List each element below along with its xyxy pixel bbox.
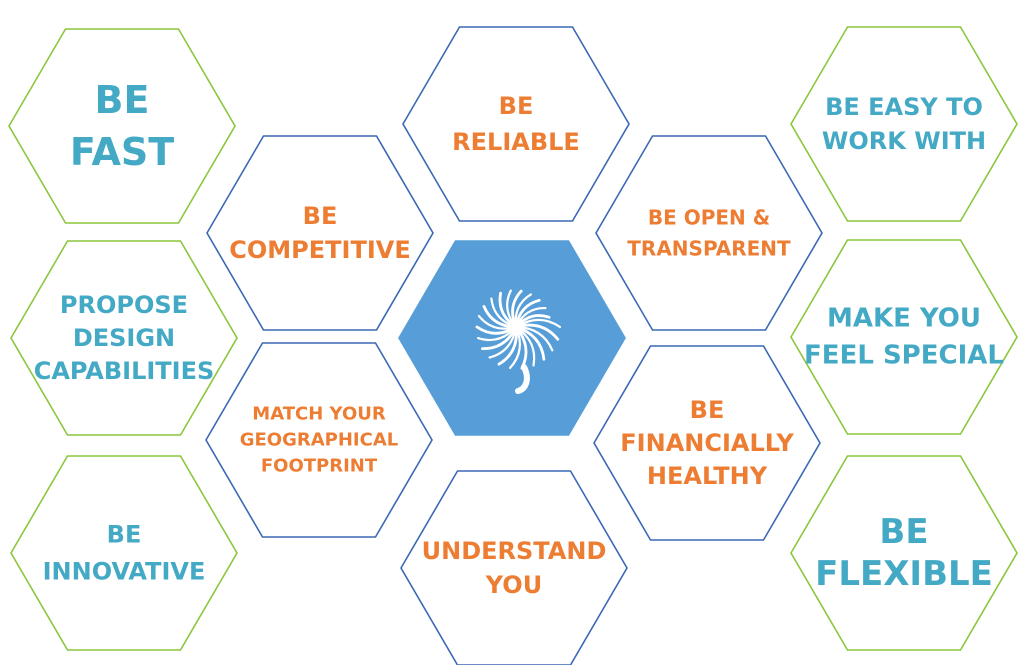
hexagon-be-innovative: BE INNOVATIVE xyxy=(10,455,238,651)
hexagon-outline xyxy=(206,135,434,331)
hexagon-label-line: WORK WITH xyxy=(822,127,986,155)
hexagon-label-line: FOOTPRINT xyxy=(261,456,378,477)
hexagon-label-line: MATCH YOUR xyxy=(252,404,386,425)
hexagon-label-line: YOU xyxy=(485,571,542,599)
hexagon-label-line: DESIGN xyxy=(73,324,175,352)
hexagon-outline xyxy=(10,240,238,436)
hexagon-label-line: BE EASY TO xyxy=(825,93,983,121)
hexagon-make-you-feel-special: MAKE YOU FEEL SPECIAL xyxy=(790,239,1018,435)
spiral-shell-logo-icon xyxy=(475,289,562,394)
hexagon-label-line: BE xyxy=(499,92,534,120)
spiral-petal xyxy=(514,323,560,341)
spiral-petal xyxy=(514,314,551,329)
hexagon-label-line: UNDERSTAND xyxy=(422,537,607,565)
hexagon-outline xyxy=(595,135,823,331)
hexagon-be-easy-to-work-with: BE EASY TO WORK WITH xyxy=(790,26,1018,222)
hexagon-label-line: COMPETITIVE xyxy=(229,236,410,264)
center-hexagon xyxy=(398,240,626,436)
hexagon-be-competitive: BE COMPETITIVE xyxy=(206,135,434,331)
hexagon-outline xyxy=(10,455,238,651)
hexagon-label-line: INNOVATIVE xyxy=(43,558,206,586)
spiral-hub xyxy=(513,324,519,330)
hexagon-label-line: CAPABILITIES xyxy=(34,357,215,385)
hexagon-outline xyxy=(402,26,630,222)
hexagon-label-line: FEEL SPECIAL xyxy=(804,341,1004,371)
hexagon-label-line: MAKE YOU xyxy=(827,304,981,334)
hexagon-outline xyxy=(790,26,1018,222)
hexagon-label-line: TRANSPARENT xyxy=(627,237,791,261)
hexagon-outline xyxy=(790,455,1018,651)
hexagon-label-line: BE xyxy=(879,512,928,552)
hexagon-label-line: FLEXIBLE xyxy=(815,554,993,594)
hexagon-understand-you: UNDERSTAND YOU xyxy=(400,470,628,665)
spiral-petal xyxy=(514,325,546,361)
hexagon-label-line: BE OPEN & xyxy=(648,206,770,230)
hexagon-label-line: BE xyxy=(303,202,338,230)
hexagon-be-reliable: BE RELIABLE xyxy=(402,26,630,222)
hexagon-be-open-transparent: BE OPEN & TRANSPARENT xyxy=(595,135,823,331)
hexagon-label-line: HEALTHY xyxy=(647,462,768,490)
hexagon-label-line: PROPOSE xyxy=(60,291,188,319)
hexagon-outline xyxy=(8,28,236,224)
hexagon-outline xyxy=(790,239,1018,435)
hexagon-label-line: FAST xyxy=(70,130,174,174)
hexagon-label-line: RELIABLE xyxy=(452,128,580,156)
hexagon-outline xyxy=(593,345,821,541)
hexagon-label-line: BE xyxy=(690,396,725,424)
hexagon-label-line: BE xyxy=(95,78,150,122)
hexagon-match-your-geographical-footprint: MATCH YOUR GEOGRAPHICAL FOOTPRINT xyxy=(205,342,433,538)
hexagon-label-line: BE xyxy=(107,521,142,549)
hexagon-outline xyxy=(400,470,628,665)
hexagon-label-line: GEOGRAPHICAL xyxy=(240,430,399,451)
hexagon-label-line: FINANCIALLY xyxy=(620,429,794,457)
hexagon-be-financially-healthy: BE FINANCIALLY HEALTHY xyxy=(593,345,821,541)
hexagon-outline xyxy=(205,342,433,538)
hexagon-be-fast: BE FAST xyxy=(8,28,236,224)
spiral-tail xyxy=(515,364,530,394)
hexagon-propose-design-capabilities: PROPOSE DESIGN CAPABILITIES xyxy=(10,240,238,436)
